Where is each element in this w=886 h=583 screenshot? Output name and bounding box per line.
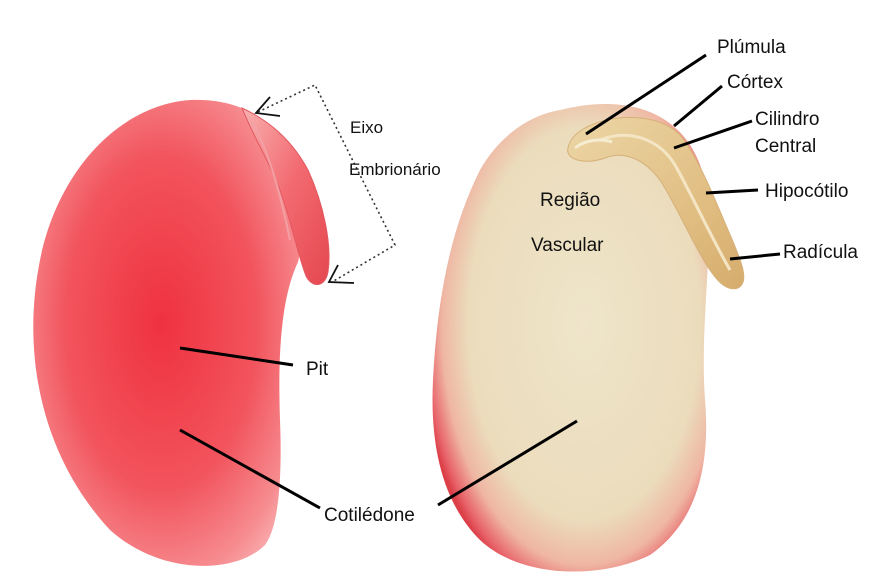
cortex-leader-line <box>673 84 723 128</box>
label-hipocotilo: Hipocótilo <box>765 181 848 202</box>
pit-leader-line <box>179 346 294 367</box>
right-cotyledon-leader-line <box>437 419 578 507</box>
left-cotyledon-leader-line <box>179 428 321 510</box>
right-seed-embryonic-axis <box>567 116 745 290</box>
label-plumula: Plúmula <box>717 37 786 58</box>
bracket-arrow-bottom-icon <box>327 264 355 284</box>
right-seed <box>432 104 745 572</box>
label-cortex: Córtex <box>727 72 783 93</box>
label-central: Central <box>755 136 816 157</box>
right-seed-plumule-fold <box>574 138 613 150</box>
bracket-arrow-top-icon <box>254 96 281 117</box>
label-cotiledone: Cotilédone <box>324 505 415 526</box>
label-eixo: Eixo <box>350 118 383 137</box>
label-radicula: Radícula <box>783 242 858 263</box>
label-regiao: Região <box>540 190 600 211</box>
right-seed-cotyledon-body <box>432 104 709 572</box>
radicle-leader-line <box>729 252 781 261</box>
label-embrionario: Embrionário <box>349 160 441 179</box>
label-vascular: Vascular <box>531 235 604 256</box>
embryonic-axis-bracket <box>254 83 397 284</box>
right-seed-central-cylinder-strand <box>599 133 732 271</box>
left-seed <box>33 99 330 566</box>
plumule-leader-line <box>585 53 707 136</box>
central-cylinder-leader-line <box>673 119 753 150</box>
hypocotyl-leader-line <box>705 188 759 195</box>
left-seed-cotyledon-body <box>33 99 301 566</box>
bracket-dotted-line <box>257 83 397 283</box>
label-pit: Pit <box>306 359 329 380</box>
label-cilindro: Cilindro <box>755 109 819 130</box>
left-seed-axis-crease <box>251 121 291 241</box>
